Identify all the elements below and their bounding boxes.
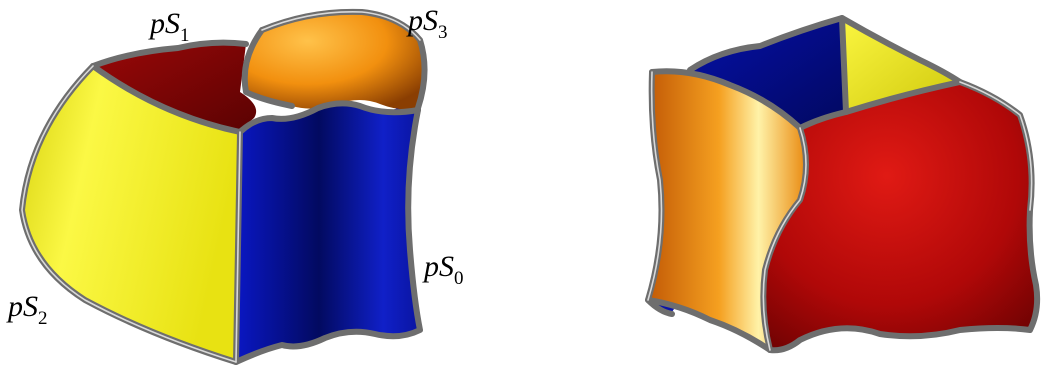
label-pS3: pS3	[406, 4, 448, 43]
face-blue-back	[690, 18, 846, 128]
face-dark-red	[93, 42, 257, 133]
label-pS2: pS2	[6, 290, 48, 329]
face-yellow	[22, 66, 240, 362]
label-pS0: pS0	[422, 250, 464, 289]
label-pS1: pS1	[148, 7, 190, 46]
face-red	[763, 82, 1038, 351]
right-surface-shape	[645, 15, 1041, 354]
left-surface-shape	[19, 8, 428, 365]
face-orange-top	[244, 11, 425, 110]
face-orange	[648, 71, 806, 350]
face-blue	[236, 103, 420, 362]
